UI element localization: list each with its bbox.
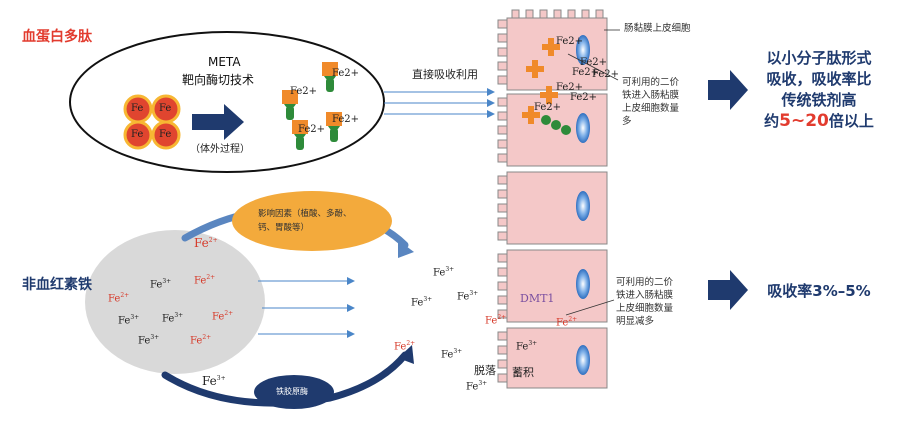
store-label: 蓄积 (512, 366, 534, 379)
fe3-free: Fe3+ (441, 348, 463, 361)
fe2-cell-label: Fe2+ (572, 67, 600, 78)
fe-ball-label: Fe (159, 103, 172, 114)
fe3-cell: Fe3+ (516, 340, 538, 353)
fe3-free: Fe3+ (433, 266, 455, 279)
fe2-complex-label: Fe2+ (290, 86, 318, 97)
ferric-reductase-ellipse (254, 375, 334, 409)
fe3-pool: Fe3+ (138, 334, 160, 347)
inhibitor-factor-text: 影响因素（植酸、多酚、 钙、胃酸等） (258, 209, 352, 233)
fe2-pool: Fe2+ (108, 292, 130, 305)
result-top: 以小分子肽形式 吸收，吸收率比 传统铁剂高 约5~20倍以上 (764, 49, 874, 131)
fe3-free: Fe3+ (411, 296, 433, 309)
peptide-iron-complexes (282, 62, 342, 150)
fe2-cell-label: Fe2+ (556, 82, 584, 93)
fe3-lower-curve: Fe3+ (202, 374, 226, 388)
heme-peptide-label: 血蛋白多肽 (22, 29, 92, 45)
result-arrow-bottom (708, 270, 748, 310)
result-arrow-top (708, 70, 748, 110)
fe2-complex-label: Fe2+ (298, 124, 326, 135)
fe2-cell-label: Fe2+ (570, 92, 598, 103)
note-bottom: 可利用的二价 铁进入肠粘膜 上皮细胞数量 明显减多 (616, 277, 674, 327)
fe3-pool: Fe3+ (150, 278, 172, 291)
fe3-free: Fe3+ (457, 290, 479, 303)
fe2-cell: Fe2+ (556, 316, 578, 329)
nonheme-pool (85, 230, 265, 374)
note-top: 可利用的二价 铁进入肠粘膜 上皮细胞数量 多 (622, 77, 680, 127)
fe-ball-label: Fe (131, 129, 144, 140)
absorbed-peptide-crosses (522, 38, 560, 124)
fe2-free: Fe2+ (394, 340, 416, 353)
result-bottom: 吸收率3%–5% (767, 282, 871, 300)
meta-title: META (208, 55, 241, 69)
fe2-free: Fe2+ (485, 314, 507, 327)
pointer-lines (565, 29, 620, 316)
enzyme-cut-arrow (192, 104, 244, 140)
direct-absorb-label: 直接吸收利用 (412, 68, 478, 81)
fe-ball-label: Fe (159, 129, 172, 140)
ferric-reductase-label: 铁胶原酶 (276, 387, 308, 396)
meta-subtitle: 靶向酶切技术 (182, 73, 255, 87)
nonheme-iron-label: 非血红素铁 (22, 277, 92, 293)
fe3-pool: Fe3+ (162, 312, 184, 325)
fe-ball-label: Fe (131, 103, 144, 114)
heme-iron-balls (123, 94, 181, 150)
in-vitro-label: （体外过程） (190, 144, 250, 155)
direct-absorption-arrows (384, 88, 495, 118)
inhibitor-factor-ellipse (232, 191, 392, 251)
cell-label: 肠黏膜上皮细胞 (624, 23, 691, 34)
dmt1-label: DMT1 (520, 292, 555, 305)
fe3-pool: Fe3+ (118, 314, 140, 327)
fe2-cell-label: Fe2+ (534, 102, 562, 113)
fe2-complex-label: Fe2+ (332, 114, 360, 125)
fe2-pool: Fe2+ (212, 310, 234, 323)
shed-label: 脱落 (474, 364, 496, 377)
fe3-free: Fe3+ (466, 380, 488, 393)
fe2-pool: Fe2+ (194, 274, 216, 287)
fe2-cell-label: Fe2+ (556, 36, 584, 47)
fe2-upper-curve: Fe2+ (194, 236, 218, 250)
fe2-cell-label: Fe2+ (592, 69, 620, 80)
fe2-complex-label: Fe2+ (332, 68, 360, 79)
green-peptide-dots (541, 115, 571, 135)
intestinal-cells (497, 9, 608, 389)
nonheme-arrows (258, 277, 355, 338)
fe2-pool: Fe2+ (190, 334, 212, 347)
fe2-cell-label: Fe2+ (580, 57, 608, 68)
